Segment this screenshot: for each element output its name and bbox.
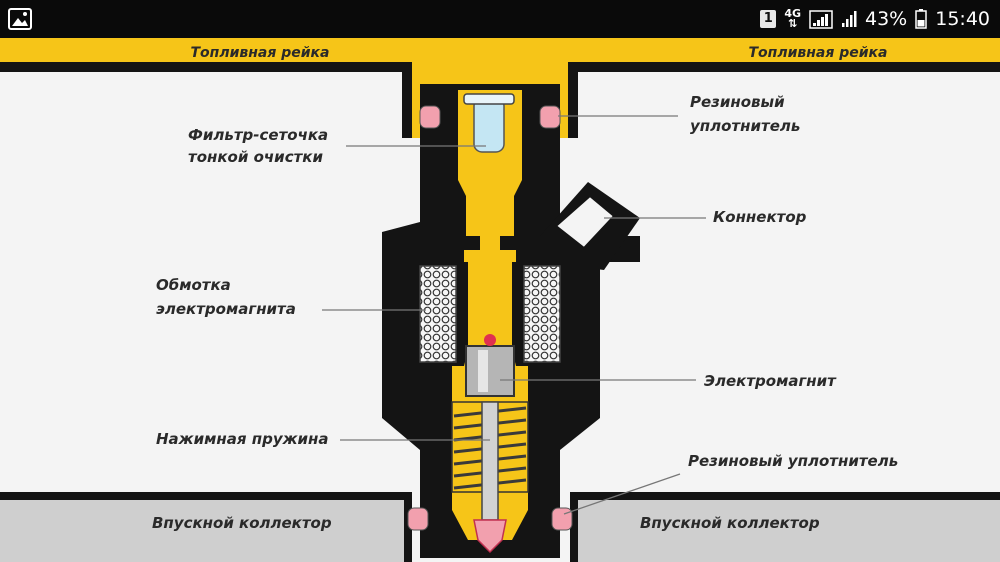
gallery-image-icon: [8, 8, 32, 30]
signal-strength-icon: [809, 10, 833, 29]
label-intake-left: Впускной коллектор: [152, 514, 332, 532]
fuel-rail: [0, 38, 1000, 64]
status-bar: 1 4G ⇅ 43%: [0, 0, 1000, 38]
label-rubber-seal-top-line1: Резиновый: [690, 93, 785, 111]
sim-slot-badge: 1: [760, 10, 777, 28]
signal-strength-icon-sim2: [842, 11, 857, 27]
label-rubber-seal-bottom: Резиновый уплотнитель: [688, 452, 898, 470]
label-connector: Коннектор: [713, 208, 807, 226]
label-electromagnet: Электромагнит: [704, 372, 837, 390]
coil-winding-left: [419, 265, 457, 363]
intake-manifold-right: [570, 492, 1000, 562]
filter-screen: [473, 97, 505, 153]
clock: 15:40: [935, 8, 990, 30]
label-filter-line1: Фильтр-сеточка: [188, 126, 328, 144]
fuel-rail-wall-left: [0, 62, 412, 138]
fuel-rail-wall-right: [568, 62, 1000, 138]
armature-tip: [484, 334, 496, 346]
filter-cap: [463, 93, 515, 105]
label-spring: Нажимная пружина: [156, 430, 329, 448]
label-fuel-rail-left: Топливная рейка: [190, 45, 329, 61]
intake-manifold-left: [0, 492, 412, 562]
label-filter-line2: тонкой очистки: [188, 148, 323, 166]
needle-shaft: [481, 401, 499, 521]
connector-socket: [554, 194, 616, 250]
armature-highlight: [478, 350, 488, 392]
coil-winding-right: [523, 265, 561, 363]
battery-percent: 43%: [865, 8, 908, 30]
needle-tip: [473, 519, 507, 554]
label-rubber-seal-top-line2: уплотнитель: [690, 117, 800, 135]
label-winding-line1: Обмотка: [156, 276, 231, 294]
intake-manifold-edge-right: [570, 492, 1000, 562]
intake-manifold-edge-left: [0, 492, 412, 562]
rubber-seal-bottom-left: [407, 507, 429, 531]
leader-line-rubber-seal-bottom: [563, 473, 681, 515]
label-intake-right: Впускной коллектор: [640, 514, 820, 532]
battery-icon: [915, 9, 927, 29]
network-type-indicator: 4G ⇅: [784, 7, 801, 30]
rubber-seal-top-left: [419, 105, 441, 129]
rubber-seal-top-right: [539, 105, 561, 129]
rubber-seal-bottom-right: [551, 507, 573, 531]
fuel-rail-stem: [412, 62, 568, 70]
network-type-label: 4G: [784, 7, 801, 20]
data-activity-arrows: ⇅: [788, 17, 798, 30]
label-winding-line2: электромагнита: [156, 300, 296, 318]
label-fuel-rail-right: Топливная рейка: [748, 45, 887, 61]
armature: [465, 345, 515, 397]
